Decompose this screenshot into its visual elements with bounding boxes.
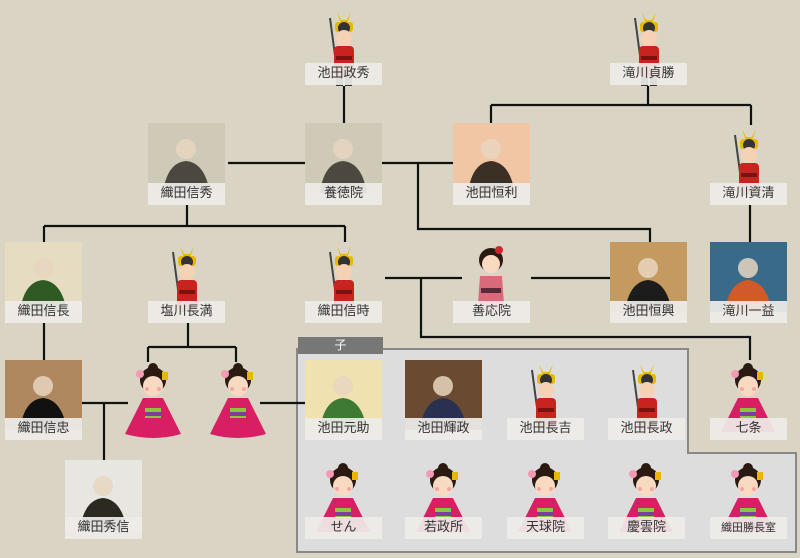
person-name-label: 塩川長満	[148, 301, 225, 323]
person-name-label: 織田信時	[305, 301, 382, 323]
person-name-label: 織田勝長室	[710, 517, 787, 539]
person-name-label: 養徳院	[305, 183, 382, 205]
person-name-label: 滝川一益	[710, 301, 787, 323]
person-name-label: 織田秀信	[65, 517, 142, 539]
person-name-label: 滝川貞勝	[610, 63, 687, 85]
person-name-label: 池田政秀	[305, 63, 382, 85]
connector-line	[42, 205, 347, 242]
person-name-label: 七条	[710, 418, 787, 440]
person-name-label: 織田信長	[5, 301, 82, 323]
person-name-label: 織田信忠	[5, 418, 82, 440]
connector-line	[419, 278, 752, 360]
person-name-label: 善応院	[453, 301, 530, 323]
person-name-label: 若政所	[405, 517, 482, 539]
person-name-label: 滝川資清	[710, 183, 787, 205]
person-name-label: 池田長政	[608, 418, 685, 440]
person-name-label: 池田長吉	[507, 418, 584, 440]
person-name-label: 池田元助	[305, 418, 382, 440]
statue-portrait-icon	[148, 123, 225, 193]
portrait-portrait-icon	[453, 123, 530, 193]
princess-portrait-icon	[200, 362, 277, 438]
person-name-label: 池田恒興	[610, 301, 687, 323]
person-name-label: 天球院	[507, 517, 584, 539]
connector-line	[146, 323, 238, 362]
portrait-portrait-icon	[710, 242, 787, 312]
princess-portrait-icon	[115, 362, 192, 438]
person-name-label: 織田信秀	[148, 183, 225, 205]
connector-line	[489, 86, 753, 125]
person-name-label: 慶雲院	[608, 517, 685, 539]
person-name-label: せん	[305, 517, 382, 539]
connector-line	[82, 401, 128, 460]
person-name-label: 池田恒利	[453, 183, 530, 205]
connector-line	[416, 163, 652, 242]
children-group-tab: 子	[298, 337, 383, 354]
person-name-label: 池田輝政	[405, 418, 482, 440]
